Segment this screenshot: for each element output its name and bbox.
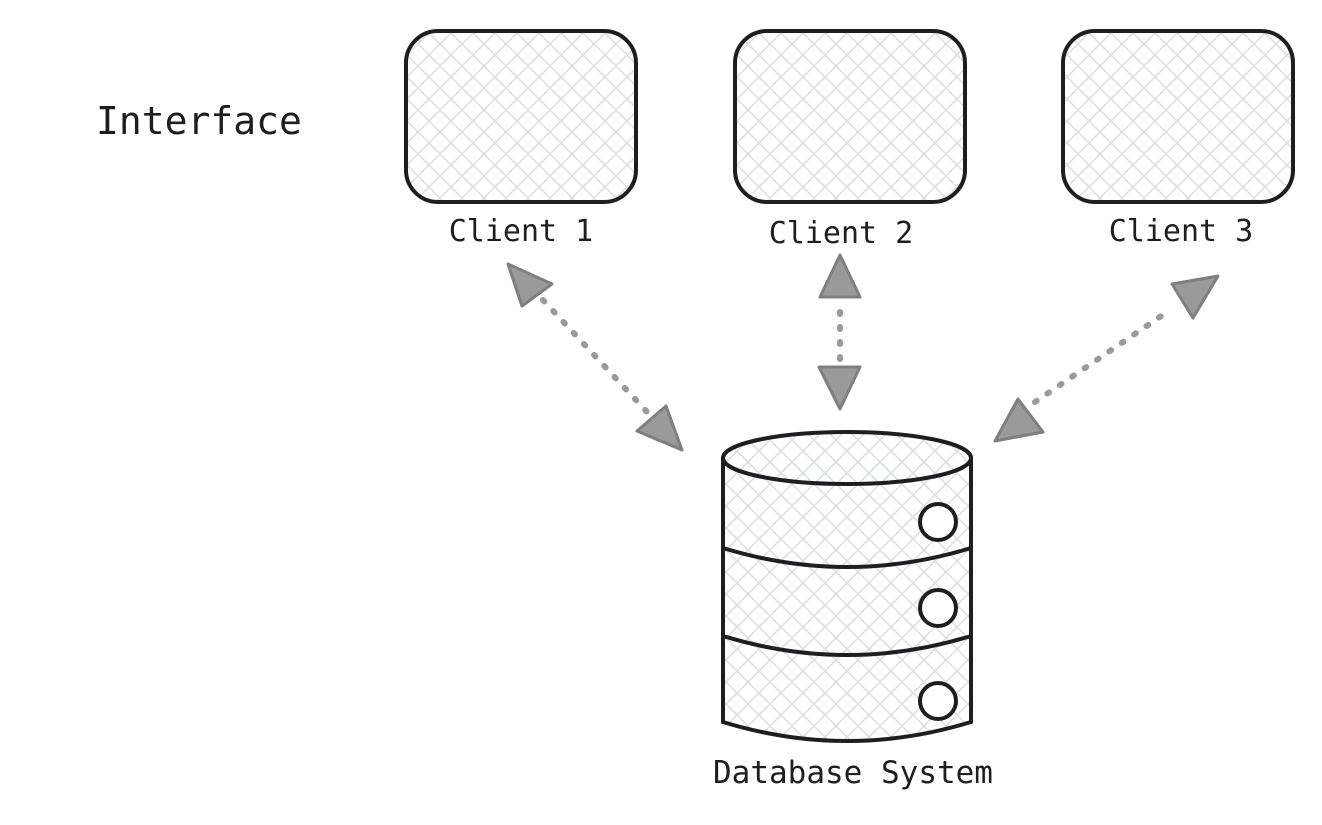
client-1-node[interactable]: Client 1 [404, 29, 638, 249]
client-2-label: Client 2 [769, 216, 914, 251]
database-bottom [721, 720, 973, 743]
client-2-box [733, 29, 967, 204]
client-3-box [1061, 29, 1295, 204]
connector-3-line [1032, 307, 1173, 405]
connector-client-1-database[interactable] [506, 262, 684, 452]
client-1-label: Client 1 [449, 214, 594, 249]
connector-3-arrowhead-client [1170, 274, 1220, 320]
database-tier-2-indicator [918, 588, 958, 628]
connector-1-line [540, 297, 651, 416]
connector-1-arrowhead-client [506, 262, 554, 308]
connector-1-arrowhead-database [635, 404, 684, 452]
connector-2-arrowhead-client [818, 253, 862, 299]
database-divider-2 [721, 634, 973, 657]
connector-2-arrowhead-database [817, 365, 862, 411]
connector-3-arrowhead-database [993, 397, 1045, 443]
database-divider-1 [721, 546, 973, 569]
interface-label: Interface [96, 99, 302, 143]
client-1-box [404, 29, 638, 204]
connector-client-3-database[interactable] [993, 274, 1220, 443]
database-label: Database System [713, 755, 993, 791]
database-body-fill [723, 458, 971, 740]
database-tier-3-indicator [918, 681, 958, 721]
client-2-node[interactable]: Client 2 [733, 29, 967, 251]
database-node[interactable]: Database System [713, 430, 993, 791]
database-tier-1-indicator [918, 502, 958, 542]
connector-client-2-database[interactable] [817, 253, 862, 411]
client-3-node[interactable]: Client 3 [1061, 29, 1295, 249]
database-top [721, 430, 973, 486]
client-3-label: Client 3 [1109, 214, 1254, 249]
